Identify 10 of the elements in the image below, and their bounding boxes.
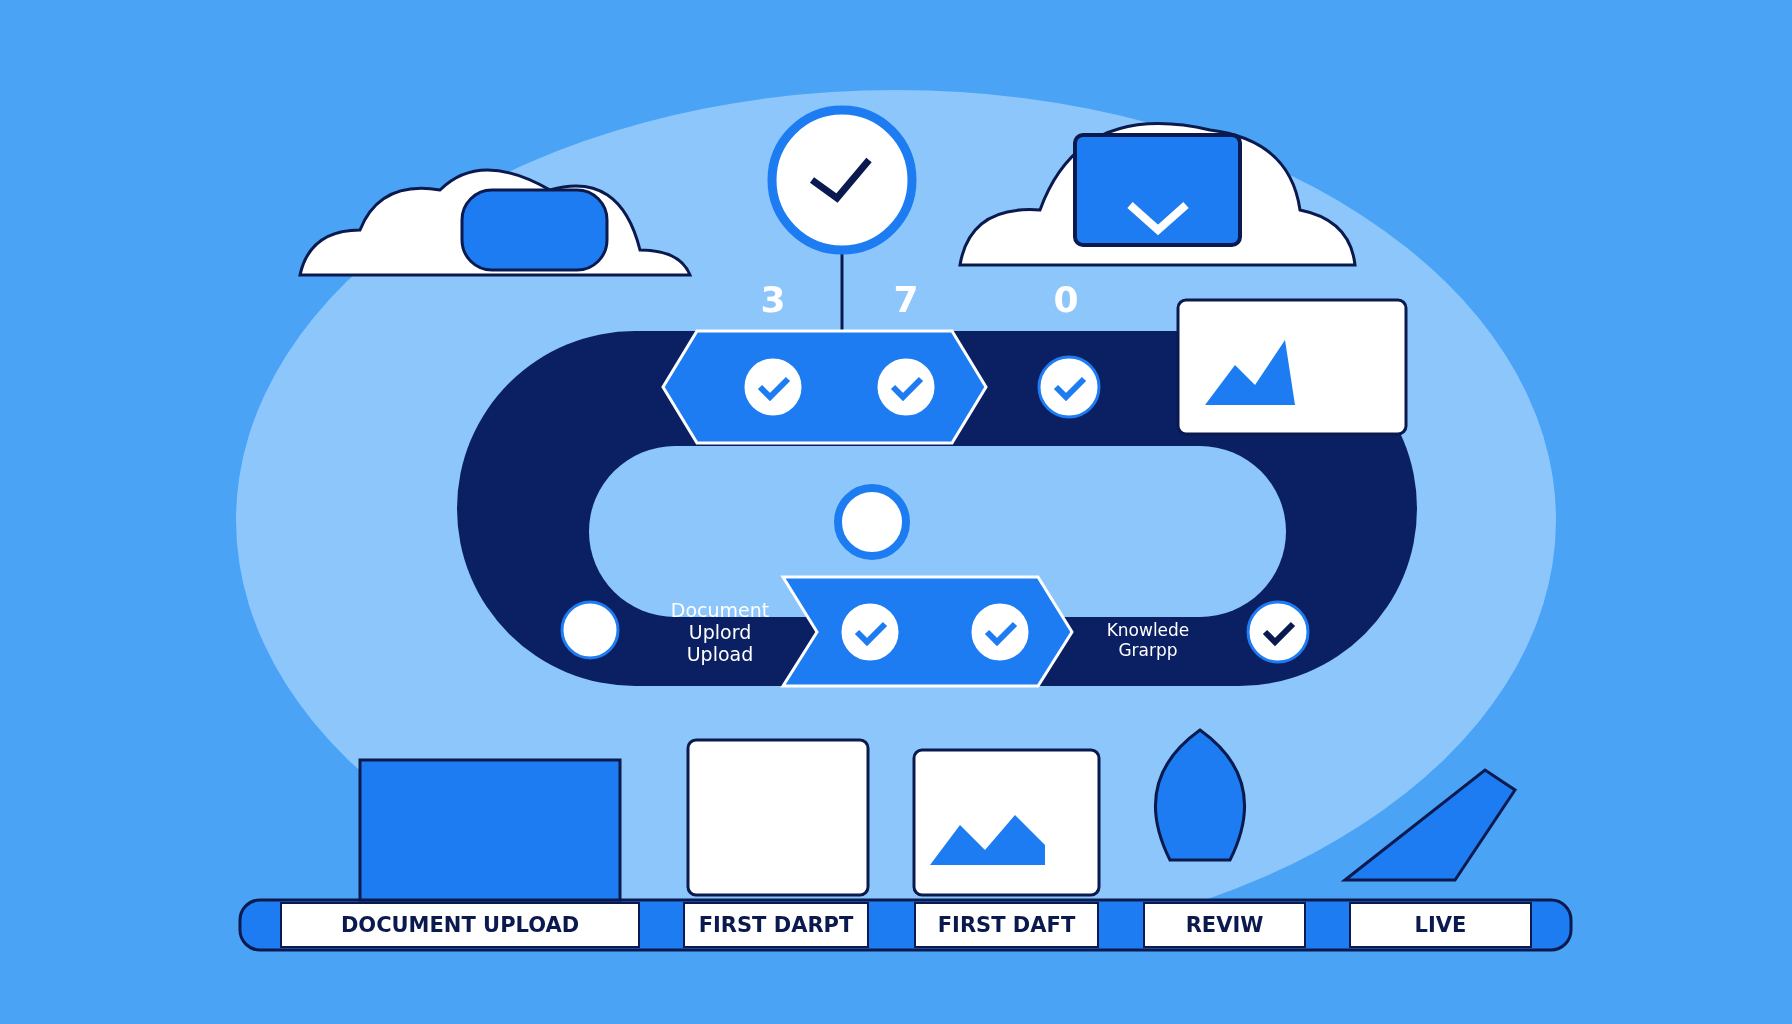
- stage-caption: Document Uplord Upload: [669, 599, 771, 665]
- step-number: 3: [760, 278, 786, 320]
- stage-tab: DOCUMENT UPLOAD: [280, 902, 640, 948]
- stage-tab: LIVE: [1349, 902, 1532, 948]
- stage-tab: FIRST DARPT: [683, 902, 869, 948]
- step-number: 7: [893, 278, 919, 320]
- stage-tab: FIRST DAFT: [914, 902, 1099, 948]
- stage-tab: REVIW: [1143, 902, 1306, 948]
- step-number: 0: [1053, 278, 1079, 320]
- stage-caption: Knowlede Grarpp: [1105, 620, 1191, 660]
